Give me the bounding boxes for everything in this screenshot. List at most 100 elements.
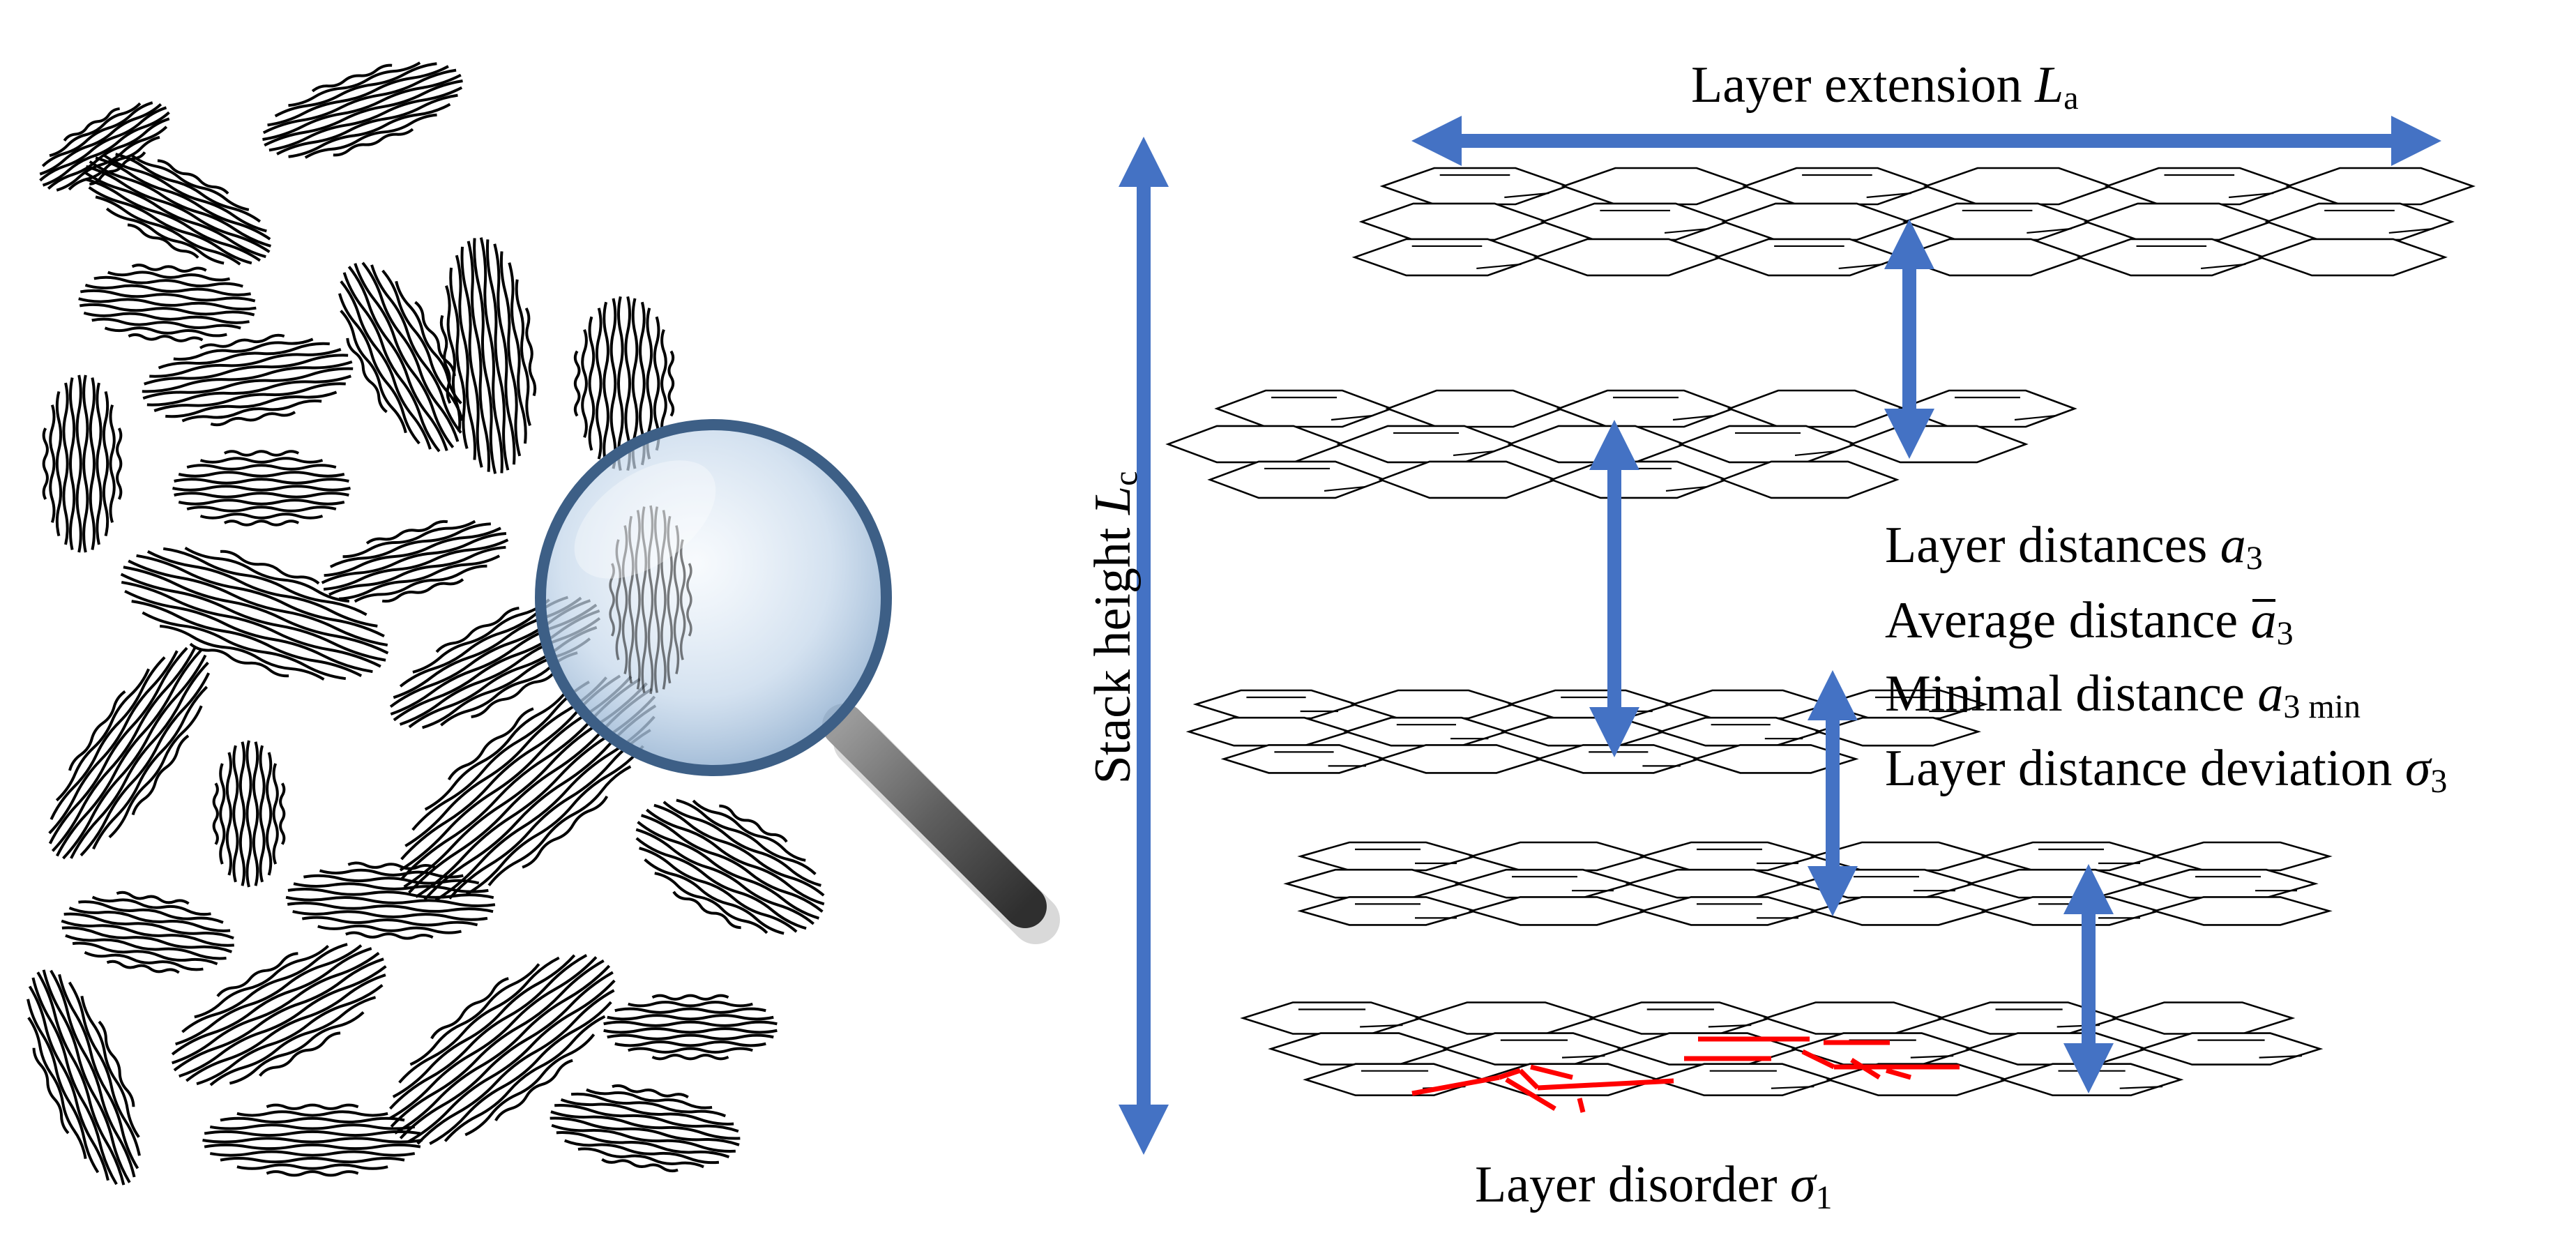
- hexagon-ring: [2111, 1001, 2296, 1035]
- hexagon-ring: [1220, 744, 1388, 774]
- hexagon-ring: [1268, 1032, 1452, 1066]
- hexagon-ring: [1657, 716, 1824, 747]
- hexagon-ring: [1468, 896, 1649, 926]
- hexagon-ring: [1588, 1001, 1773, 1035]
- layer-distances-label: Layer distances a3: [1885, 517, 2263, 577]
- hexagon-ring: [1639, 896, 1820, 926]
- hexagon-ring: [1207, 460, 1387, 499]
- layer-disorder-label: Layer disorder σ1: [1475, 1156, 1833, 1216]
- crystallite-bundle: [42, 374, 123, 553]
- hexagon-ring: [1378, 744, 1545, 774]
- hexagon-ring: [1964, 1032, 2149, 1066]
- crystallite-bundle: [321, 520, 509, 603]
- hexagon-ring: [1549, 460, 1729, 499]
- hexagon-ring: [2083, 202, 2274, 241]
- hexagon-ring: [1999, 1063, 2184, 1096]
- hexagon-ring: [1533, 238, 1724, 277]
- hexagon-ring: [1185, 716, 1353, 747]
- stack-height-label: Stack height Lc: [1084, 471, 1144, 785]
- hexagon-ring: [2264, 202, 2455, 241]
- hexagon-ring: [1895, 238, 2086, 277]
- average-distance-label: Average distance a3: [1885, 592, 2294, 652]
- crystallite-bundle: [285, 861, 496, 940]
- hexagon-ring: [1540, 202, 1731, 241]
- hexagon-ring: [1720, 460, 1900, 499]
- hexagon-ring: [1741, 167, 1932, 206]
- crystallite-bundle: [172, 450, 351, 526]
- hexagon-ring: [2151, 896, 2333, 926]
- hexagon-ring: [1664, 689, 1831, 720]
- hexagon-ring: [2151, 841, 2333, 872]
- graphene-sheet: [1185, 689, 1988, 774]
- crystallite-bundle: [388, 953, 616, 1145]
- hexagon-ring: [1283, 868, 1464, 899]
- hexagon-ring: [1727, 389, 1907, 428]
- disorder-segment: [1505, 1077, 1556, 1112]
- hexagon-ring: [1678, 425, 1858, 464]
- hexagon-ring: [1414, 1001, 1598, 1035]
- hexagon-ring: [1651, 1063, 1835, 1096]
- crystallite-bundle: [603, 994, 778, 1061]
- hexagon-ring: [1849, 425, 2029, 464]
- hexagon-ring: [1500, 716, 1667, 747]
- disorder-segment: [1850, 1058, 1881, 1079]
- crystallite-bundle: [635, 798, 825, 935]
- hexagon-ring: [1897, 389, 2077, 428]
- hexagon-ring: [2257, 238, 2448, 277]
- crystallite-bundles: [26, 61, 825, 1185]
- hexagon-ring: [1980, 896, 2162, 926]
- hexagon-ring: [1297, 896, 1478, 926]
- graphene-sheet: [1283, 841, 2333, 926]
- crystallite-bundle: [262, 61, 463, 159]
- crystallite-bundle: [609, 505, 692, 695]
- hexagon-ring: [1379, 167, 1570, 206]
- hexagon-ring: [1720, 202, 1911, 241]
- disorder-segment: [1886, 1068, 1911, 1080]
- crystallite-bundle: [61, 891, 234, 974]
- layer-disorder-lines: [1411, 1036, 1960, 1113]
- hexagon-ring: [1350, 689, 1517, 720]
- hexagon-ring: [1336, 425, 1516, 464]
- hexagon-ring: [1980, 841, 2162, 872]
- hexagon-ring: [1454, 868, 1635, 899]
- hexagon-ring: [1535, 744, 1702, 774]
- magnifier-icon: [535, 419, 1060, 944]
- hexagon-ring: [1923, 167, 2114, 206]
- hexagon-ring: [1303, 1063, 1487, 1096]
- hexagon-ring: [1507, 425, 1687, 464]
- hexagon-ring: [1639, 841, 1820, 872]
- layer-distance-deviation-label: Layer distance deviation σ3: [1885, 740, 2448, 800]
- graphene-sheet: [1240, 1001, 2324, 1096]
- crystallite-bundle: [439, 237, 537, 474]
- crystallite-bundle: [120, 547, 389, 681]
- hexagon-ring: [1385, 389, 1565, 428]
- disorder-segment: [1801, 1049, 1835, 1070]
- graphene-sheet: [1351, 167, 2476, 277]
- disorder-segment: [1498, 1068, 1522, 1080]
- hexagon-ring: [1442, 1032, 1626, 1066]
- dimension-arrows: [1119, 116, 2441, 1155]
- hexagon-ring: [1625, 868, 1806, 899]
- average-bar: a: [2250, 592, 2277, 649]
- hexagon-ring: [1556, 389, 1736, 428]
- disorder-segment: [1518, 1068, 1540, 1090]
- disorder-segment: [1537, 1078, 1674, 1091]
- hexagon-ring: [1561, 167, 1752, 206]
- graphene-layers: [1165, 167, 2476, 1096]
- hexagon-ring: [1810, 896, 1991, 926]
- crystallite-bundle: [142, 333, 354, 427]
- hexagon-ring: [1762, 1001, 1947, 1035]
- crystallite-bundle: [84, 153, 271, 266]
- minimal-distance-label: Minimal distance a3 min: [1885, 665, 2361, 725]
- hexagon-ring: [2285, 167, 2476, 206]
- magnified-crystallite: [609, 505, 692, 695]
- hexagon-ring: [1343, 716, 1510, 747]
- hexagon-ring: [2076, 238, 2267, 277]
- hexagon-ring: [1214, 389, 1394, 428]
- hexagon-ring: [1814, 716, 1981, 747]
- crystallite-bundle: [550, 1084, 741, 1173]
- disorder-segment: [1530, 1064, 1573, 1080]
- crystallite-bundle: [78, 264, 257, 342]
